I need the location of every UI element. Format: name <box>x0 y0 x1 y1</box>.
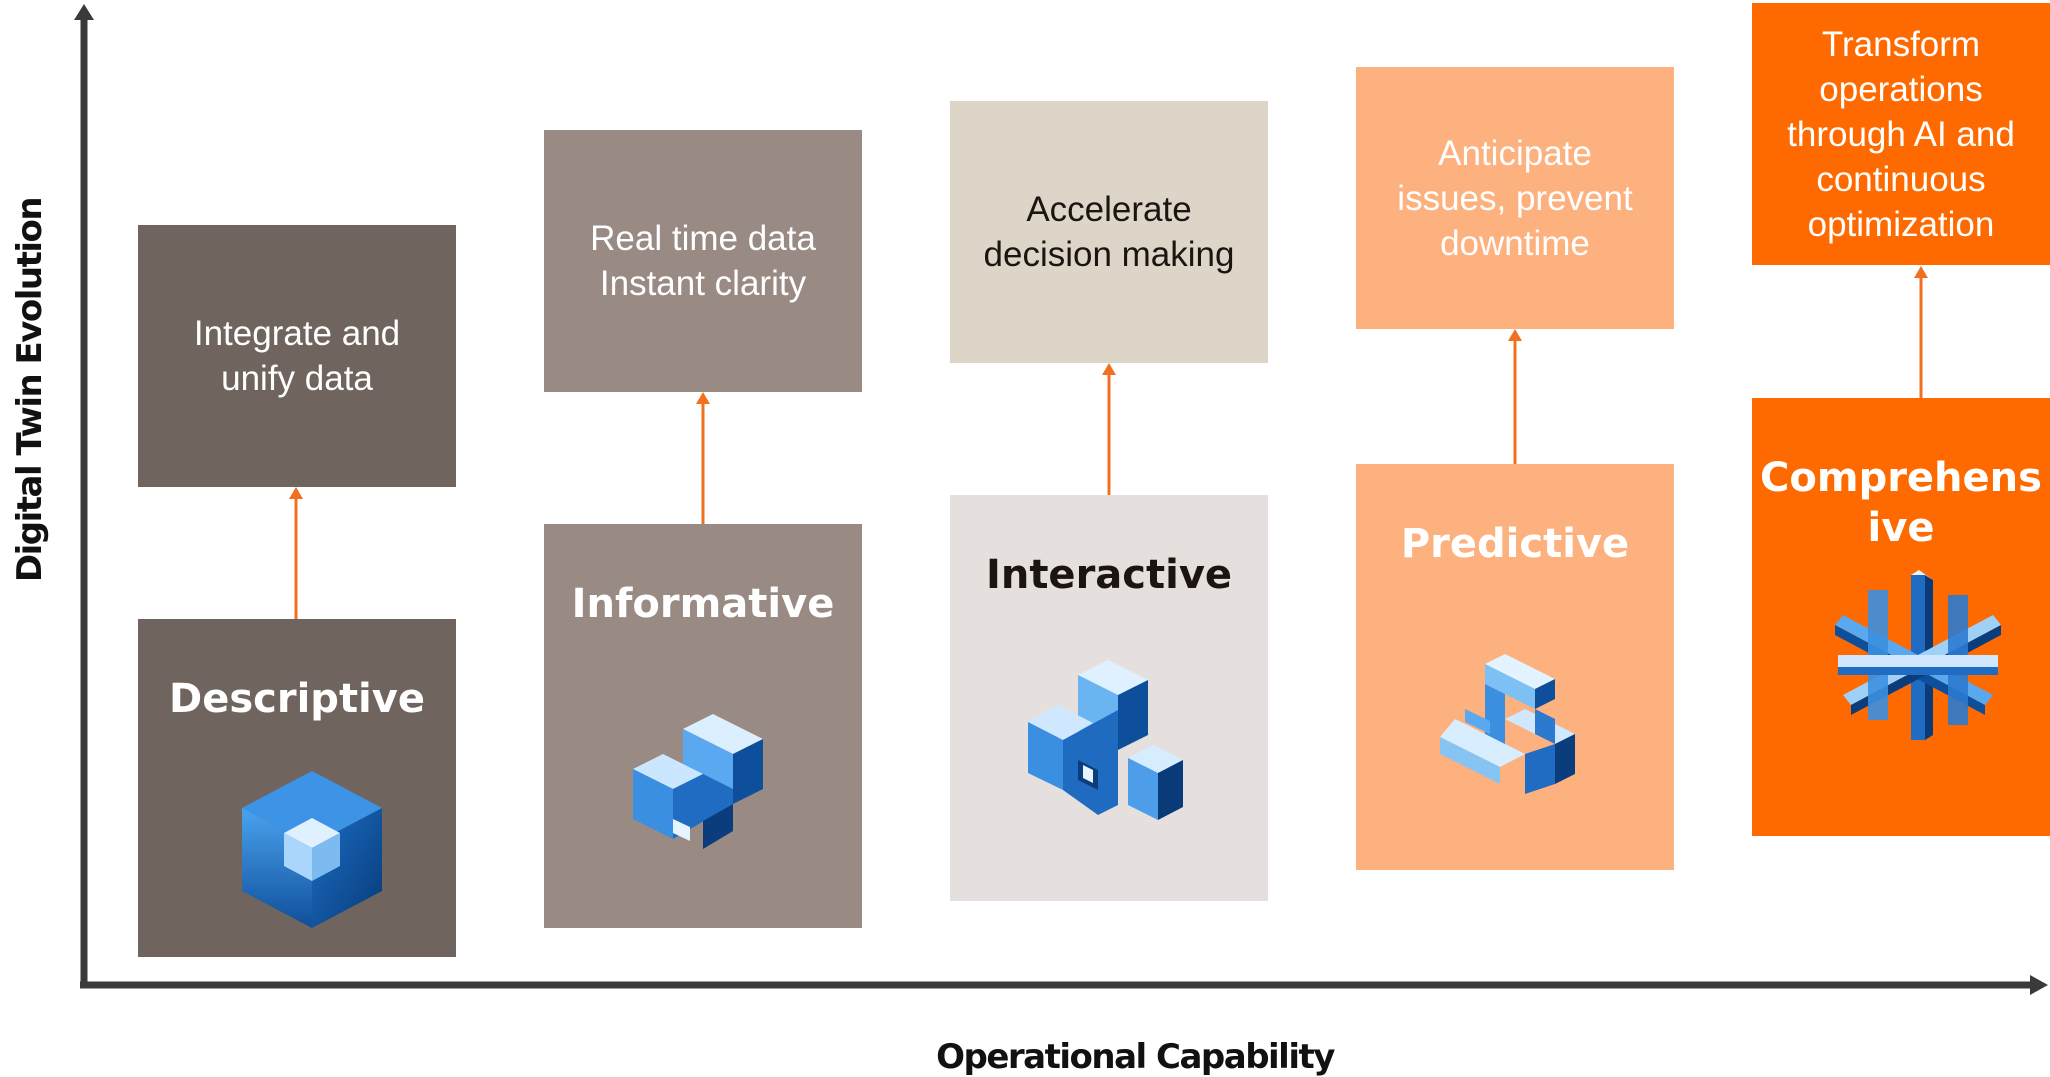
x-axis-label: Operational Capability <box>936 1037 1335 1077</box>
comprehensive-stage-box: Comprehensive <box>1752 398 2050 836</box>
informative-description: Real time data Instant clarity <box>590 219 816 303</box>
comprehensive-title: Comprehensive <box>1760 455 2042 551</box>
y-axis-label: Digital Twin Evolution <box>10 197 50 583</box>
descriptive-connector-arrow <box>289 487 303 619</box>
interactive-stage-box: Interactive <box>950 495 1268 901</box>
descriptive-title: Descriptive <box>169 676 425 722</box>
informative-description-box: Real time data Instant clarity <box>544 130 862 392</box>
descriptive-description-box: Integrate and unify data <box>138 225 456 487</box>
woven-blocks-icon <box>1435 649 1595 804</box>
predictive-description: Anticipate issues, prevent downtime <box>1397 133 1633 263</box>
informative-title: Informative <box>571 581 835 627</box>
predictive-description-box: Anticipate issues, prevent downtime <box>1356 67 1674 329</box>
comprehensive-description-box: Transform operations through AI and cont… <box>1752 3 2050 265</box>
x-axis-arrowhead <box>2030 975 2048 995</box>
interactive-description-box: Accelerate decision making <box>950 101 1268 363</box>
y-axis-arrowhead <box>74 4 94 20</box>
stacked-blocks-icon <box>628 709 778 864</box>
predictive-connector-arrow <box>1508 329 1522 464</box>
descriptive-stage-box: Descriptive <box>138 619 456 957</box>
informative-connector-arrow <box>696 392 710 524</box>
comprehensive-description: Transform operations through AI and cont… <box>1787 24 2015 244</box>
descriptive-description: Integrate and unify data <box>193 314 401 398</box>
cube-with-inner-cube-icon <box>237 763 387 938</box>
interactive-title: Interactive <box>985 552 1233 598</box>
interactive-description: Accelerate decision making <box>983 190 1235 274</box>
predictive-stage-box: Predictive <box>1356 464 1674 870</box>
interlocked-blocks-icon <box>1023 655 1188 835</box>
comprehensive-connector-arrow <box>1914 266 1928 398</box>
interactive-connector-arrow <box>1102 363 1116 495</box>
informative-stage-box: Informative <box>544 524 862 928</box>
starburst-beams-icon <box>1833 570 2003 750</box>
predictive-title: Predictive <box>1400 521 1630 567</box>
